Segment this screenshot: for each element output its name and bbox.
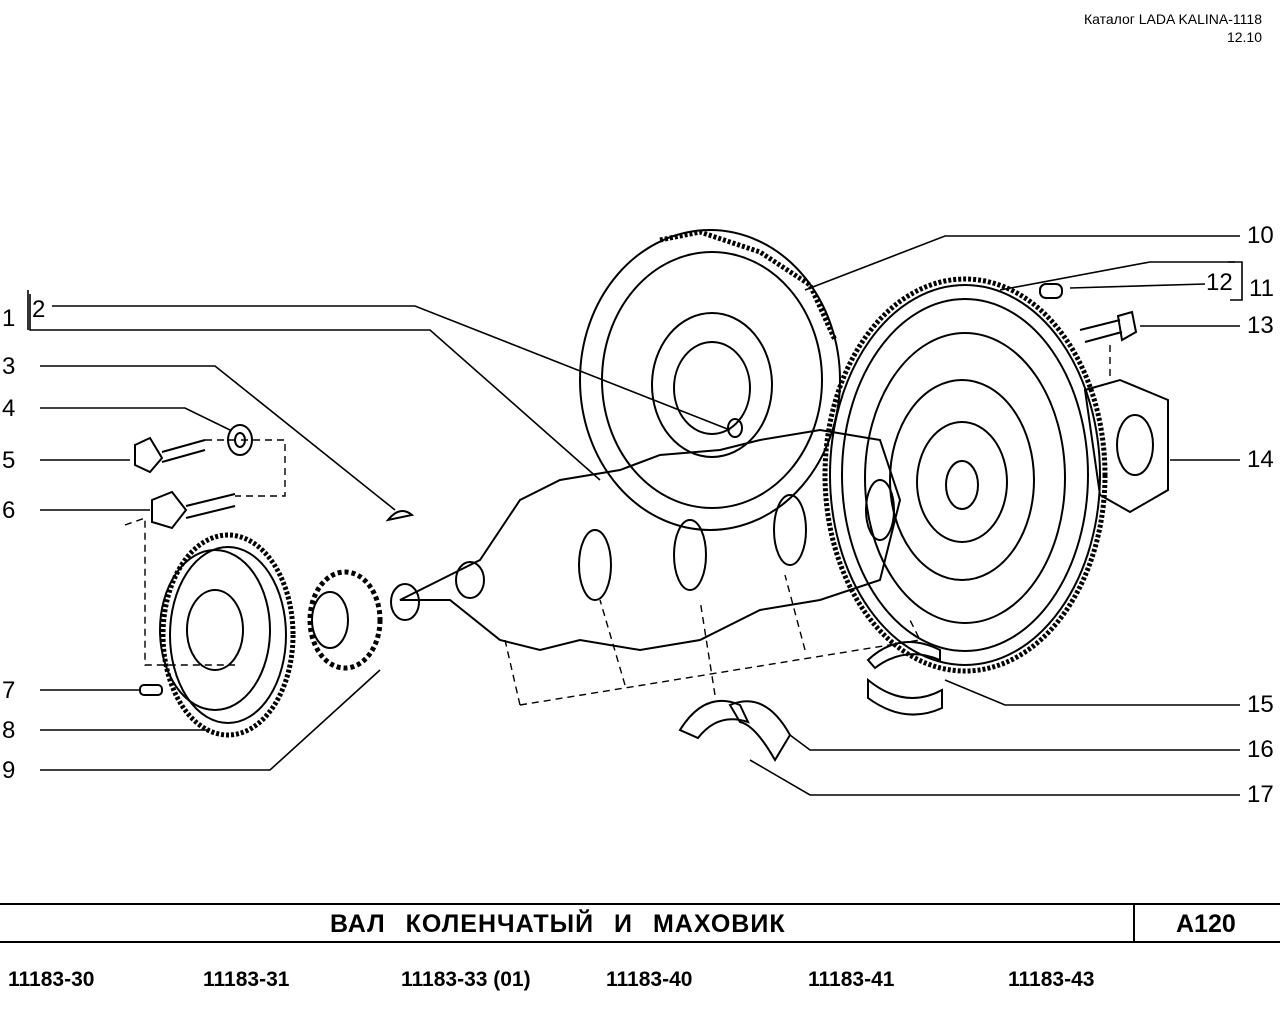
- exploded-view-drawing: [27, 229, 1243, 796]
- callout-1: 1: [2, 305, 16, 332]
- callout-15: 15: [1247, 691, 1274, 718]
- callout-12: 12: [1206, 269, 1233, 296]
- callout-2: 2: [32, 296, 46, 323]
- model-code-2: 11183-31: [203, 968, 290, 991]
- callout-16: 16: [1247, 736, 1274, 763]
- callout-13: 13: [1247, 312, 1274, 339]
- callout-9: 9: [2, 757, 16, 784]
- catalog-name: Каталог LADA KALINA-1118: [1083, 11, 1262, 27]
- section-code: А120: [1176, 910, 1236, 938]
- thrust-half-rings: [678, 700, 792, 762]
- catalog-header: Каталог LADA KALINA-1118 12.10: [1084, 10, 1262, 46]
- crank-pulley: [159, 532, 296, 738]
- callout-8: 8: [2, 717, 16, 744]
- flywheel-bolt: [1079, 310, 1138, 343]
- callout-5: 5: [2, 447, 16, 474]
- pulley-bolt: [134, 436, 206, 474]
- pulley-key: [139, 684, 163, 696]
- flywheel-rear: [579, 229, 841, 531]
- flywheel-front: [822, 276, 1108, 674]
- assembly-lines: [124, 345, 1111, 706]
- leader-lines: [27, 235, 1243, 796]
- title-divider: [1133, 905, 1135, 941]
- callout-10: 10: [1247, 222, 1274, 249]
- crankshaft: [390, 418, 902, 652]
- page-title: ВАЛ КОЛЕНЧАТЫЙ И МАХОВИК: [330, 910, 786, 938]
- main-bearing-shells: [866, 641, 943, 716]
- callout-17: 17: [1247, 781, 1274, 808]
- callout-11: 11: [1249, 275, 1274, 302]
- model-code-3: 11183-33 (01): [401, 968, 531, 991]
- callout-4: 4: [2, 395, 16, 422]
- segment-key: [385, 510, 415, 522]
- gear-bolt: [151, 490, 236, 530]
- locking-plate: [1083, 378, 1169, 514]
- catalog-date: 12.10: [1226, 29, 1262, 45]
- callout-6: 6: [2, 497, 16, 524]
- timing-gear: [307, 569, 383, 671]
- model-code-1: 11183-30: [8, 968, 95, 991]
- model-code-6: 11183-43: [1008, 968, 1095, 991]
- callout-14: 14: [1247, 446, 1274, 473]
- callout-7: 7: [2, 677, 16, 704]
- model-code-5: 11183-41: [808, 968, 895, 991]
- callout-3: 3: [2, 353, 16, 380]
- model-code-4: 11183-40: [606, 968, 693, 991]
- washer: [227, 424, 253, 456]
- dowel-pin: [1039, 283, 1063, 299]
- title-bar: ВАЛ КОЛЕНЧАТЫЙ И МАХОВИК А120: [0, 903, 1280, 943]
